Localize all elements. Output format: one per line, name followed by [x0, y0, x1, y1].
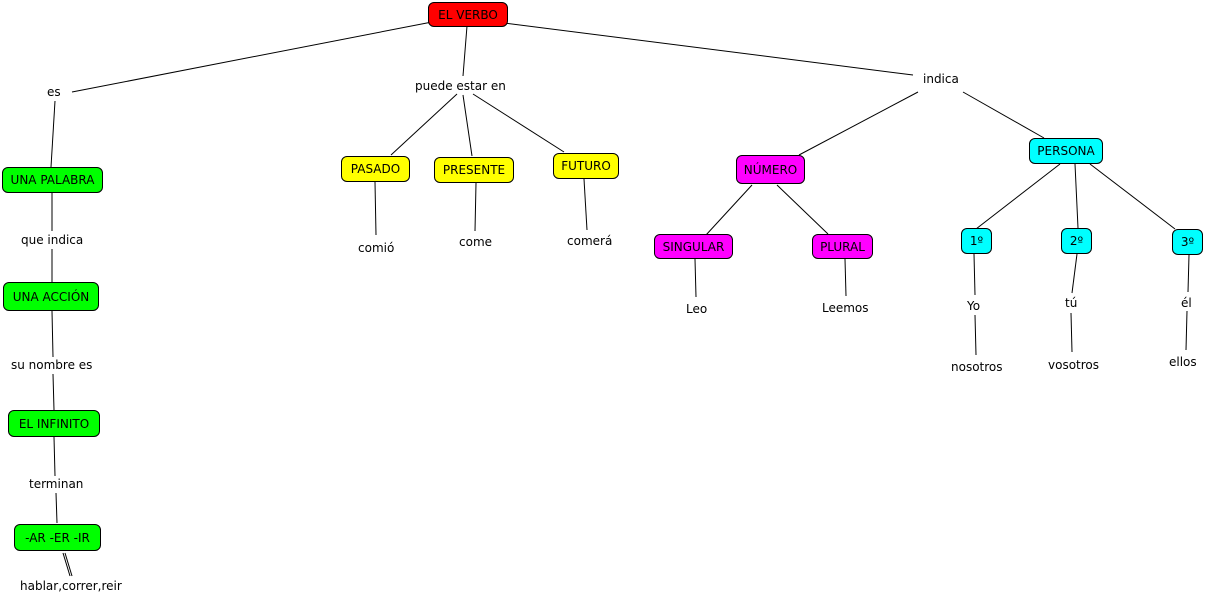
- connector-line: [64, 552, 73, 577]
- node-label: UNA PALABRA: [10, 173, 95, 187]
- connector-line: [472, 93, 565, 153]
- connector-line: [374, 181, 377, 236]
- node-una-palabra[interactable]: UNA PALABRA: [2, 167, 103, 193]
- node-label: NÚMERO: [743, 162, 798, 177]
- node-numero[interactable]: NÚMERO: [736, 155, 805, 184]
- node-label: EL INFINITO: [18, 416, 90, 431]
- connector-line: [962, 91, 1045, 139]
- connector-line: [1074, 163, 1079, 229]
- example-nosotros: nosotros: [949, 360, 1005, 374]
- link-es: es: [45, 85, 63, 99]
- connector-line: [71, 21, 433, 93]
- example-vosotros: vosotros: [1046, 358, 1102, 372]
- example-yo: Yo: [965, 299, 983, 313]
- node-pasado[interactable]: PASADO: [341, 156, 410, 182]
- node-label: PERSONA: [1037, 144, 1095, 158]
- link-terminan: terminan: [27, 477, 86, 491]
- connector-line: [974, 314, 977, 356]
- node-label: 2º: [1069, 234, 1084, 248]
- link-indica: indica: [921, 72, 961, 86]
- connector-line: [1185, 310, 1188, 351]
- node-presente[interactable]: PRESENTE: [434, 157, 514, 183]
- node-singular[interactable]: SINGULAR: [654, 234, 733, 259]
- node-label: PASADO: [350, 162, 401, 176]
- node-segunda-persona[interactable]: 2º: [1061, 228, 1092, 254]
- connector-line: [583, 178, 588, 231]
- connector-line: [62, 552, 71, 577]
- example-ellos: ellos: [1167, 355, 1199, 369]
- link-que-indica: que indica: [19, 233, 86, 247]
- connector-line: [390, 93, 458, 156]
- connector-line: [1070, 312, 1073, 353]
- node-label: FUTURO: [561, 159, 611, 173]
- connector-line: [50, 100, 56, 168]
- node-futuro[interactable]: FUTURO: [553, 153, 619, 179]
- node-plural[interactable]: PLURAL: [812, 234, 873, 259]
- node-label: -AR -ER -IR: [25, 530, 90, 545]
- connector-line: [1187, 254, 1190, 293]
- connector-line: [52, 373, 55, 411]
- node-el-infinito[interactable]: EL INFINITO: [8, 410, 100, 437]
- connector-line: [973, 253, 976, 296]
- connector-line: [53, 436, 56, 477]
- example-comio: comió: [356, 241, 397, 255]
- node-el-verbo[interactable]: EL VERBO: [428, 2, 508, 27]
- node-terminaciones[interactable]: -AR -ER -IR: [14, 524, 101, 551]
- connector-line: [1071, 253, 1078, 294]
- connector-line: [798, 91, 919, 156]
- connector-line: [844, 258, 847, 297]
- connector-line: [474, 182, 477, 232]
- connector-line: [694, 258, 697, 298]
- connector-line: [462, 94, 473, 157]
- connector-line: [975, 163, 1061, 230]
- node-una-accion[interactable]: UNA ACCIÓN: [3, 282, 99, 311]
- connector-line: [1089, 163, 1176, 230]
- connector-line: [55, 492, 58, 524]
- example-infinitivos: hablar,correr,reir: [18, 579, 124, 593]
- node-persona[interactable]: PERSONA: [1029, 138, 1103, 164]
- connector-line: [462, 25, 468, 77]
- link-puede-estar-en: puede estar en: [413, 79, 508, 93]
- node-label: SINGULAR: [662, 239, 725, 254]
- node-label: UNA ACCIÓN: [12, 289, 90, 304]
- connector-line: [776, 184, 829, 235]
- connector-line: [503, 22, 914, 76]
- example-leo: Leo: [684, 302, 710, 316]
- example-tu: tú: [1063, 296, 1080, 310]
- node-label: 1º: [969, 234, 984, 248]
- node-label: 3º: [1180, 235, 1195, 249]
- connector-line: [705, 184, 753, 236]
- node-label: EL VERBO: [438, 7, 498, 22]
- example-el: él: [1179, 296, 1194, 310]
- example-leemos: Leemos: [820, 301, 871, 315]
- example-comera: comerá: [565, 234, 615, 248]
- node-tercera-persona[interactable]: 3º: [1172, 229, 1203, 255]
- link-su-nombre-es: su nombre es: [9, 358, 95, 372]
- node-label: PRESENTE: [442, 163, 506, 177]
- node-primera-persona[interactable]: 1º: [961, 228, 992, 254]
- connector-line: [51, 310, 54, 358]
- node-label: PLURAL: [820, 239, 865, 254]
- example-come: come: [457, 235, 495, 249]
